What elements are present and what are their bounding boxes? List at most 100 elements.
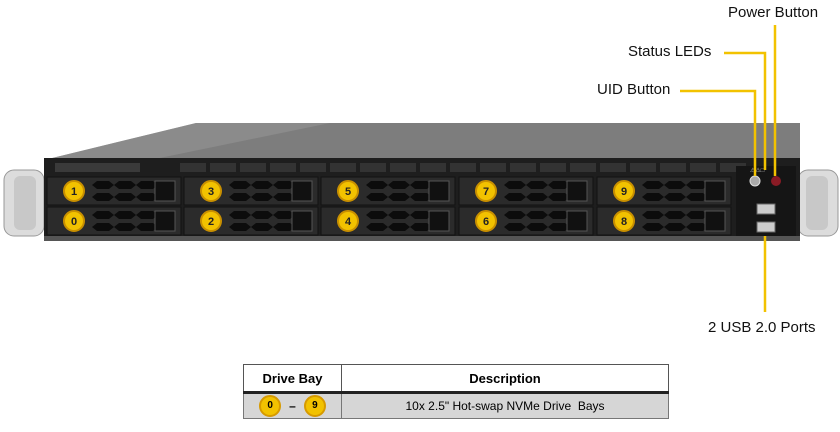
tray-vent bbox=[251, 223, 273, 231]
tray-vent bbox=[136, 181, 158, 189]
tray-vent bbox=[388, 193, 410, 201]
vent-slot bbox=[300, 163, 326, 172]
tray-vent bbox=[664, 211, 686, 219]
tray-vent bbox=[251, 181, 273, 189]
usb-port[interactable] bbox=[756, 221, 776, 233]
drive-latch[interactable] bbox=[154, 180, 176, 202]
tray-vent bbox=[229, 211, 251, 219]
tray-vent bbox=[273, 223, 295, 231]
tray-vent bbox=[273, 193, 295, 201]
tray-vent bbox=[548, 193, 570, 201]
vent-slot bbox=[390, 163, 416, 172]
tray-vent bbox=[686, 181, 708, 189]
tray-vent bbox=[642, 223, 664, 231]
chassis-top-highlight bbox=[44, 123, 330, 160]
chassis-bottom-edge bbox=[44, 236, 800, 241]
tray-vent bbox=[388, 181, 410, 189]
table-header-row: Drive Bay Description bbox=[243, 364, 669, 394]
bay-number-badge bbox=[475, 180, 497, 202]
tray-vent bbox=[114, 223, 136, 231]
tray-vent bbox=[664, 181, 686, 189]
drive-bay-2[interactable]: 2 bbox=[183, 206, 319, 236]
tray-vent bbox=[410, 193, 432, 201]
drive-bay-0[interactable]: 0 bbox=[46, 206, 182, 236]
drive-bay-table: Drive Bay Description 0–9 10x 2.5" Hot-s… bbox=[243, 364, 669, 419]
usb-ports-label: 2 USB 2.0 Ports bbox=[708, 319, 816, 336]
bay-number: 9 bbox=[621, 186, 627, 198]
tray-vent bbox=[526, 193, 548, 201]
tray-vent bbox=[366, 193, 388, 201]
bay-number-badge bbox=[475, 210, 497, 232]
drive-bay-6[interactable]: 6 bbox=[458, 206, 594, 236]
tray-vent bbox=[504, 211, 526, 219]
uid-button[interactable] bbox=[749, 175, 761, 187]
drive-bay-1[interactable]: 1 bbox=[46, 176, 182, 206]
tray-vent bbox=[388, 223, 410, 231]
tray-vent bbox=[642, 193, 664, 201]
right-rack-handle bbox=[797, 169, 839, 237]
tray-vent bbox=[92, 193, 114, 201]
drive-latch[interactable] bbox=[704, 180, 726, 202]
vent-slot bbox=[270, 163, 296, 172]
drive-latch[interactable] bbox=[566, 210, 588, 232]
tray-vent bbox=[92, 223, 114, 231]
drive-latch[interactable] bbox=[704, 210, 726, 232]
bay-number: 0 bbox=[71, 216, 77, 228]
description-cell: 10x 2.5" Hot-swap NVMe Drive Bays bbox=[341, 392, 669, 419]
drive-latch[interactable] bbox=[291, 180, 313, 202]
drive-bay-range: 0–9 bbox=[243, 392, 342, 419]
bay-badge: 0 bbox=[259, 395, 282, 417]
left-rack-handle bbox=[3, 169, 45, 237]
tray-vent bbox=[664, 223, 686, 231]
bay-number-badge bbox=[200, 180, 222, 202]
tray-vent bbox=[366, 181, 388, 189]
drive-latch[interactable] bbox=[428, 180, 450, 202]
tray-vent bbox=[114, 211, 136, 219]
tray-vent bbox=[136, 211, 158, 219]
bay-number-badge bbox=[613, 210, 635, 232]
tray-vent bbox=[251, 211, 273, 219]
vent-slot bbox=[450, 163, 476, 172]
tray-vent bbox=[504, 181, 526, 189]
drive-bay-3[interactable]: 3 bbox=[183, 176, 319, 206]
drive-latch[interactable] bbox=[291, 210, 313, 232]
tray-vent bbox=[526, 181, 548, 189]
tray-vent bbox=[410, 211, 432, 219]
usb-port[interactable] bbox=[756, 203, 776, 215]
drive-bay-7[interactable]: 7 bbox=[458, 176, 594, 206]
drive-bay-5[interactable]: 5 bbox=[320, 176, 456, 206]
header-description: Description bbox=[341, 364, 669, 394]
bay-number: 5 bbox=[345, 186, 351, 198]
tray-vent bbox=[229, 223, 251, 231]
bay-number-badge bbox=[337, 210, 359, 232]
drive-latch[interactable] bbox=[428, 210, 450, 232]
vent-slot bbox=[330, 163, 356, 172]
status-leds-label: Status LEDs bbox=[628, 43, 712, 60]
drive-bay-9[interactable]: 9 bbox=[596, 176, 732, 206]
power-button[interactable] bbox=[771, 176, 781, 186]
status-led-icons: ⚠⚠□ bbox=[750, 167, 765, 174]
drive-latch[interactable] bbox=[566, 180, 588, 202]
vent-slot bbox=[420, 163, 446, 172]
tray-vent bbox=[366, 223, 388, 231]
tray-vent bbox=[114, 193, 136, 201]
tray-vent bbox=[686, 211, 708, 219]
drive-latch[interactable] bbox=[154, 210, 176, 232]
status-leds-callout-line bbox=[724, 51, 767, 170]
vent-slot bbox=[540, 163, 566, 172]
bay-number: 6 bbox=[483, 216, 489, 228]
control-panel: ⚠⚠□ bbox=[736, 166, 796, 236]
callout-lines bbox=[680, 25, 777, 312]
bay-number: 1 bbox=[71, 186, 77, 198]
range-separator: – bbox=[289, 399, 296, 413]
drive-bay-4[interactable]: 4 bbox=[320, 206, 456, 236]
tray-vent bbox=[136, 223, 158, 231]
drive-bay-8[interactable]: 8 bbox=[596, 206, 732, 236]
bay-number: 3 bbox=[208, 186, 214, 198]
tray-vent bbox=[548, 211, 570, 219]
tray-vent bbox=[548, 223, 570, 231]
tray-vent bbox=[92, 211, 114, 219]
vent-slot bbox=[360, 163, 386, 172]
